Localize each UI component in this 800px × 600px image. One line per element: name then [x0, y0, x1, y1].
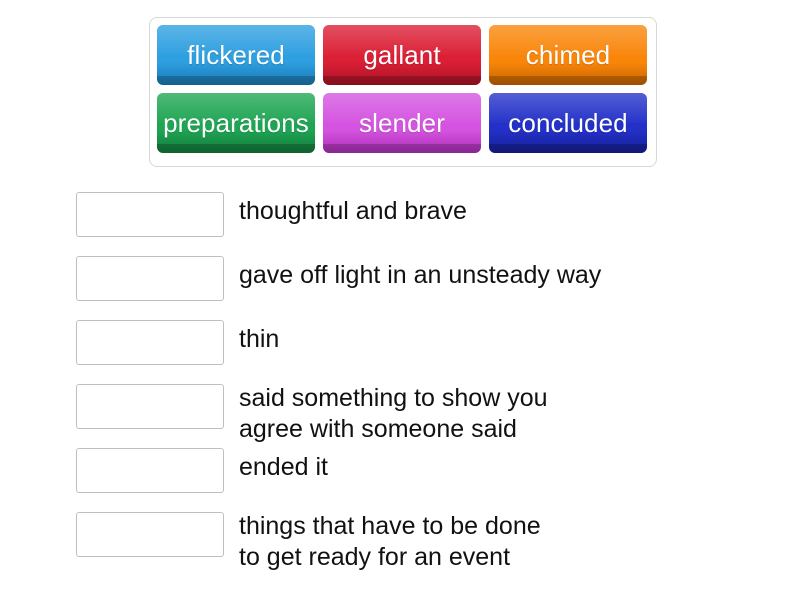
- definition-text: thin: [239, 325, 280, 353]
- definition-text: gave off light in an unsteady way: [239, 261, 602, 289]
- word-bank: flickered gallant chimed preparations slende…: [149, 17, 657, 167]
- word-tile-chimed[interactable]: chimed: [489, 25, 647, 85]
- drop-zone-6[interactable]: [76, 512, 224, 557]
- drop-zone-4[interactable]: [76, 384, 224, 429]
- drop-zone-5[interactable]: [76, 448, 224, 493]
- answer-row: gave off light in an unsteady way: [76, 255, 766, 319]
- word-tile-label: flickered: [187, 40, 285, 70]
- word-tile-label: concluded: [508, 108, 628, 138]
- definition-text: things that have to be done to get ready…: [239, 512, 541, 571]
- drop-zone-2[interactable]: [76, 256, 224, 301]
- word-tile-preparations[interactable]: preparations: [157, 93, 315, 153]
- word-tile-label: gallant: [363, 40, 441, 70]
- word-tile-label: slender: [359, 108, 445, 138]
- drop-zone-1[interactable]: [76, 192, 224, 237]
- word-tile-slender[interactable]: slender: [323, 93, 481, 153]
- definition-text: said something to show you agree with so…: [239, 384, 548, 443]
- drop-zone-3[interactable]: [76, 320, 224, 365]
- definition-text: ended it: [239, 453, 328, 481]
- answer-row: thin: [76, 319, 766, 383]
- word-tile-label: chimed: [525, 40, 611, 70]
- answer-row: said something to show you agree with so…: [76, 383, 766, 447]
- word-tile-flickered[interactable]: flickered: [157, 25, 315, 85]
- definition-text: thoughtful and brave: [239, 197, 467, 225]
- answer-list: thoughtful and brave gave off light in an…: [76, 191, 766, 575]
- answer-row: things that have to be done to get ready…: [76, 511, 766, 575]
- answer-row: ended it: [76, 447, 766, 511]
- word-tile-gallant[interactable]: gallant: [323, 25, 481, 85]
- word-tile-concluded[interactable]: concluded: [489, 93, 647, 153]
- word-tile-label: preparations: [163, 108, 309, 138]
- answer-row: thoughtful and brave: [76, 191, 766, 255]
